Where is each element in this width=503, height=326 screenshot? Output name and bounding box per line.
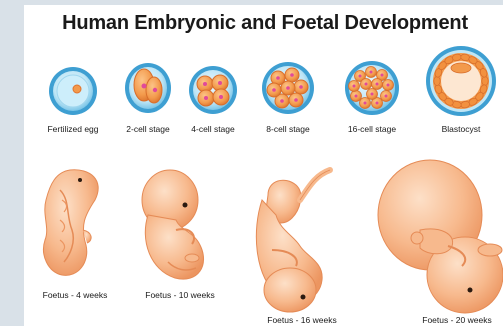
two-cell-stage-illustration	[125, 63, 171, 113]
foetus-label-20-weeks: Foetus - 20 weeks	[407, 315, 503, 325]
stage-label-blastocyst: Blastocyst	[421, 124, 501, 134]
foetus-20-weeks-illustration	[378, 160, 503, 313]
foetus-label-10-weeks: Foetus - 10 weeks	[130, 290, 230, 300]
blastocyst-cell	[434, 77, 440, 86]
foetus-10-weeks-illustration	[142, 170, 204, 279]
fertilized-egg-illustration	[49, 67, 97, 115]
blastocyst-illustration	[426, 46, 496, 116]
foetus-label-4-weeks: Foetus - 4 weeks	[25, 290, 125, 300]
blastocyst-cell	[482, 77, 488, 86]
stage-label-4-cell: 4-cell stage	[173, 124, 253, 134]
foetus-label-16-weeks: Foetus - 16 weeks	[252, 315, 352, 325]
four-cell-stage-illustration	[189, 66, 237, 114]
eight-cell-stage-illustration	[262, 62, 314, 114]
foetus-4-weeks-illustration	[44, 170, 99, 276]
stage-label-fertilized-egg: Fertilized egg	[33, 124, 113, 134]
sixteen-cell-stage-illustration	[345, 61, 399, 115]
foetus-16-weeks-illustration	[256, 170, 330, 312]
stage-label-8-cell: 8-cell stage	[248, 124, 328, 134]
stage-label-16-cell: 16-cell stage	[332, 124, 412, 134]
